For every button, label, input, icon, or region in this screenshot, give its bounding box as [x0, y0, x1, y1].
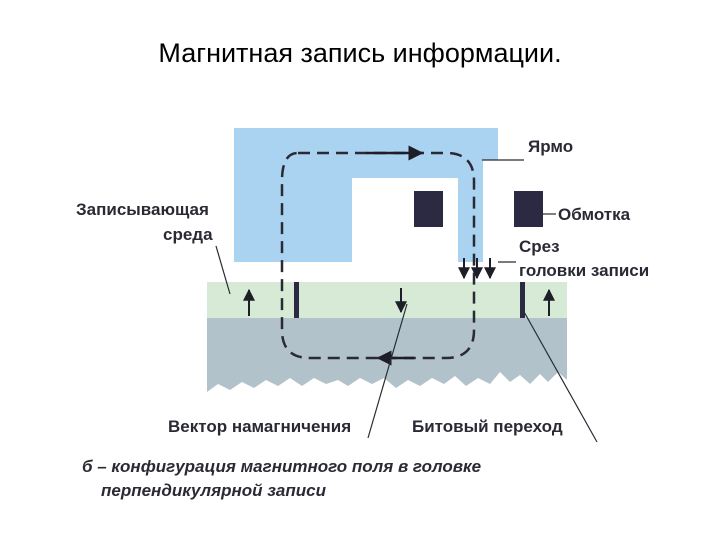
label-medium-2: среда [163, 225, 213, 244]
label-medium-1: Записывающая [76, 200, 209, 219]
flux-loop [280, 151, 476, 360]
bit-transition-right [520, 282, 525, 318]
bit-transition-left [294, 282, 299, 318]
recording-layer [207, 282, 567, 318]
write-head-yoke [234, 128, 498, 262]
label-winding: Обмотка [558, 205, 631, 224]
leader-vector [367, 303, 408, 439]
leader-medium [215, 245, 231, 295]
label-magnetization-vector: Вектор намагничения [168, 417, 351, 436]
substrate [207, 318, 567, 392]
winding-left [414, 191, 443, 227]
winding-right [514, 191, 543, 227]
leader-bit-a [522, 309, 598, 443]
caption-line-1: б – конфигурация магнитного поля в голов… [82, 457, 481, 476]
label-bit-transition: Битовый переход [412, 417, 563, 436]
label-yoke: Ярмо [528, 137, 573, 156]
page-title: Магнитная запись информации. [158, 38, 562, 68]
label-head-cut-1: Срез [519, 237, 560, 256]
label-head-cut-2: головки записи [519, 261, 649, 280]
caption-line-2: перпендикулярной записи [101, 481, 327, 500]
